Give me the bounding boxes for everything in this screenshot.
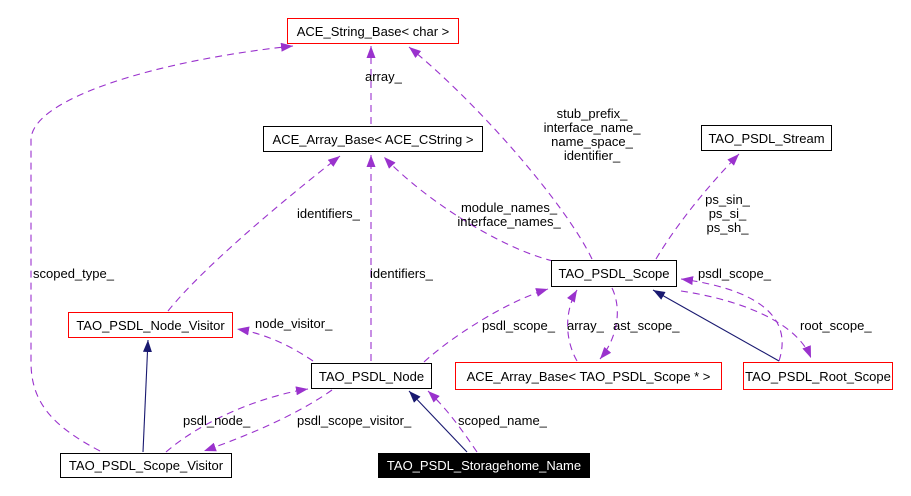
edge-label-ps-sh: ps_sh_ (706, 220, 749, 235)
edge-label-scoped-name: scoped_name_ (458, 413, 547, 428)
edge-label-module-group: module_names_ interface_names_ (450, 201, 568, 229)
class-node-ace-array-base-psdl-scope[interactable]: ACE_Array_Base< TAO_PSDL_Scope * > (455, 362, 722, 390)
edge-label-interface-name: interface_name_ (543, 120, 641, 135)
class-node-tao-psdl-scope[interactable]: TAO_PSDL_Scope (551, 260, 677, 287)
class-node-tao-psdl-stream[interactable]: TAO_PSDL_Stream (701, 125, 832, 151)
edge-ps-sin (655, 153, 740, 260)
edge-label-interface-names: interface_names_ (457, 214, 561, 229)
edge-label-ps-si: ps_si_ (708, 206, 747, 221)
edge-stub-prefix (408, 46, 593, 260)
edge-label-module-names: module_names_ (460, 200, 558, 215)
edge-label-stub-prefix: stub_prefix_ (556, 106, 628, 121)
edge-inherit-rootscope-scope (652, 289, 780, 362)
class-node-tao-psdl-node-visitor[interactable]: TAO_PSDL_Node_Visitor (68, 312, 233, 338)
edge-label-psdl-node: psdl_node_ (183, 413, 251, 428)
class-node-tao-psdl-node[interactable]: TAO_PSDL_Node (311, 363, 432, 389)
edge-identifiers-upper (167, 155, 341, 312)
edge-label-array-string: array_ (365, 69, 402, 84)
edge-label-psdl-scope-right: psdl_scope_ (698, 266, 771, 281)
edge-label-ps-sin: ps_sin_ (705, 192, 750, 207)
edge-scoped-type (30, 42, 294, 452)
edge-label-array-scope: array_ (567, 318, 604, 333)
edge-root-scope (680, 290, 812, 359)
edge-inherit-scopevisitor-nodevisitor (142, 339, 152, 453)
edge-node-visitor (236, 326, 314, 362)
edge-ast-scope (599, 287, 618, 360)
edge-psdl-scope-right (680, 276, 783, 362)
edge-inherit-storagehome-node (408, 390, 468, 453)
edge-label-node-visitor: node_visitor_ (255, 316, 333, 331)
edge-psdl-scope-left (423, 288, 549, 363)
edge-label-psdl-scope-left: psdl_scope_ (482, 318, 555, 333)
edge-label-ast-scope: ast_scope_ (613, 318, 680, 333)
edge-label-identifiers-upper: identifiers_ (297, 206, 360, 221)
edge-label-scoped-type: scoped_type_ (33, 266, 114, 281)
edge-label-root-scope: root_scope_ (800, 318, 872, 333)
edge-scoped-name (427, 390, 478, 453)
edge-label-identifier: identifier_ (563, 148, 621, 163)
edge-label-stub-prefix-group: stub_prefix_ interface_name_ name_space_… (527, 107, 657, 163)
edge-label-ps-group: ps_sin_ ps_si_ ps_sh_ (690, 193, 765, 235)
edge-array-scope (567, 289, 578, 362)
edge-psdl-scope-visitor (203, 389, 333, 452)
edge-label-identifiers-lower: identifiers_ (370, 266, 433, 281)
class-node-tao-psdl-scope-visitor[interactable]: TAO_PSDL_Scope_Visitor (60, 453, 232, 478)
edge-psdl-node (165, 386, 309, 453)
edge-label-name-space: name_space_ (551, 134, 633, 149)
edge-module-names (383, 156, 554, 262)
class-node-tao-psdl-root-scope[interactable]: TAO_PSDL_Root_Scope (743, 362, 893, 390)
class-node-ace-string-base[interactable]: ACE_String_Base< char > (287, 18, 459, 44)
class-node-ace-array-base-cstring[interactable]: ACE_Array_Base< ACE_CString > (263, 126, 483, 152)
class-node-tao-psdl-storagehome-name: TAO_PSDL_Storagehome_Name (378, 453, 590, 478)
edge-label-psdl-scope-visitor: psdl_scope_visitor_ (297, 413, 412, 428)
